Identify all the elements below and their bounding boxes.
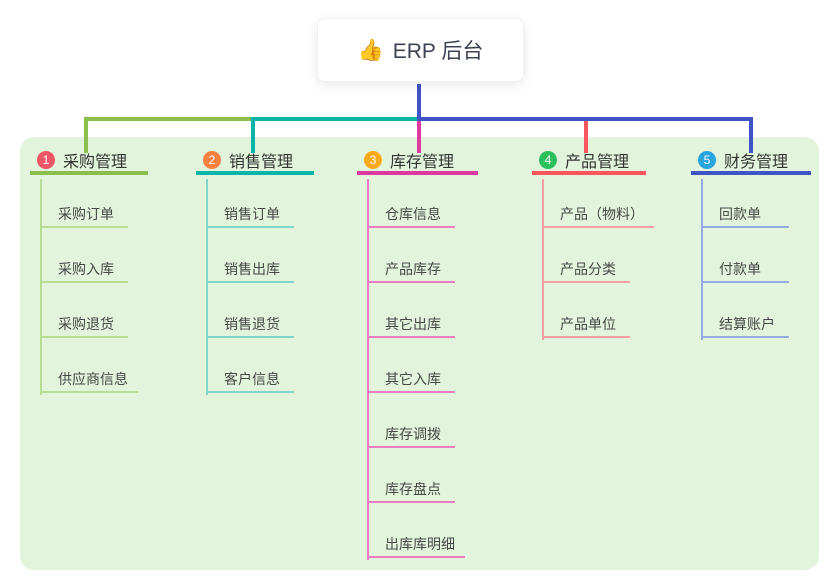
branch-trunk-line [367,179,369,560]
connector-line-right [417,117,753,121]
child-node[interactable]: 供应商信息 [40,366,138,393]
branch-number-badge: 1 [37,151,55,169]
branch-node-3[interactable]: 3 库存管理 [357,149,478,175]
child-node[interactable]: 采购入库 [40,256,128,283]
child-node[interactable]: 付款单 [701,256,789,283]
branch-node-1[interactable]: 1 采购管理 [30,149,148,175]
child-node[interactable]: 产品（物料） [542,201,654,228]
child-node[interactable]: 销售退货 [206,311,294,338]
connector-line-mid [251,117,421,121]
branch-trunk-line [701,179,703,340]
branch-label: 采购管理 [63,154,128,171]
branch-label: 销售管理 [229,154,294,171]
child-node[interactable]: 产品单位 [542,311,630,338]
child-node[interactable]: 产品分类 [542,256,630,283]
child-node[interactable]: 销售出库 [206,256,294,283]
child-node[interactable]: 其它入库 [367,366,455,393]
connector-line-left [84,117,253,121]
root-connector-line [417,84,421,121]
child-node[interactable]: 产品库存 [367,256,455,283]
child-node[interactable]: 库存调拨 [367,421,455,448]
branch-label: 库存管理 [390,154,455,171]
branch-drop-line-3 [417,121,421,153]
branch-drop-line-2 [251,117,255,153]
child-node[interactable]: 出库库明细 [367,531,465,558]
child-node[interactable]: 采购退货 [40,311,128,338]
thumbs-up-icon: 👍 [357,38,384,62]
branch-node-4[interactable]: 4 产品管理 [532,149,646,175]
branch-trunk-line [206,179,208,395]
child-node[interactable]: 客户信息 [206,366,294,393]
branch-node-2[interactable]: 2 销售管理 [196,149,314,175]
branch-number-badge: 4 [539,151,557,169]
branch-label: 产品管理 [565,154,630,171]
child-node[interactable]: 销售订单 [206,201,294,228]
child-node[interactable]: 回款单 [701,201,789,228]
background-panel [20,137,819,570]
branch-trunk-line [40,179,42,395]
branch-number-badge: 3 [364,151,382,169]
root-label: ERP 后台 [392,40,484,63]
branch-number-badge: 5 [698,151,716,169]
branch-number-badge: 2 [203,151,221,169]
branch-label: 财务管理 [724,154,789,171]
branch-trunk-line [542,179,544,340]
child-node[interactable]: 结算账户 [701,311,789,338]
root-node[interactable]: 👍 ERP 后台 [317,18,524,82]
branch-drop-line-4 [584,121,588,153]
child-node[interactable]: 库存盘点 [367,476,455,503]
child-node[interactable]: 采购订单 [40,201,128,228]
branch-drop-line-5 [749,117,753,153]
child-node[interactable]: 仓库信息 [367,201,455,228]
branch-node-5[interactable]: 5 财务管理 [691,149,811,175]
child-node[interactable]: 其它出库 [367,311,455,338]
branch-drop-line-1 [84,117,88,153]
